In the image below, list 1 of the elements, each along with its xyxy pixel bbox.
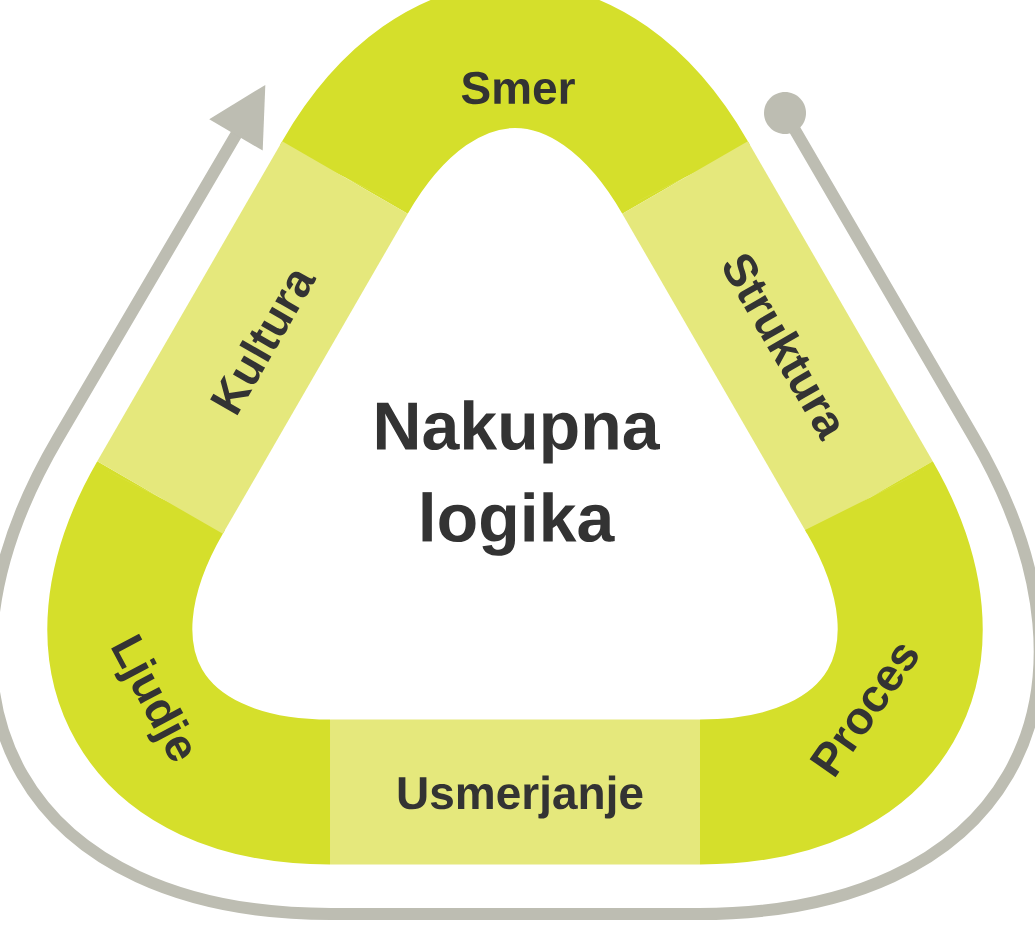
band-segment: Usmerjanje bbox=[330, 719, 700, 865]
